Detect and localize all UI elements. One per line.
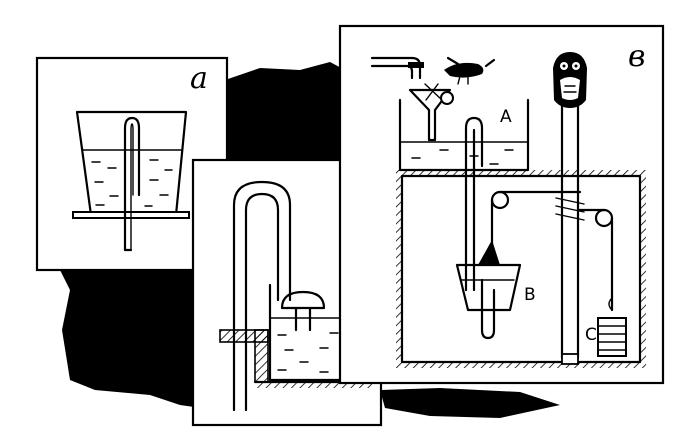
panel-a-label: а bbox=[190, 61, 208, 96]
vessel-label-c: С bbox=[585, 325, 597, 345]
panel-v-label: в bbox=[628, 39, 645, 74]
bird-icon bbox=[444, 56, 496, 85]
ink-shadow-right bbox=[380, 388, 560, 418]
vessel-label-b: В bbox=[524, 285, 536, 305]
owl-icon bbox=[553, 52, 587, 108]
panel-v: в А bbox=[338, 24, 665, 385]
vessel-label-a: А bbox=[500, 107, 512, 127]
